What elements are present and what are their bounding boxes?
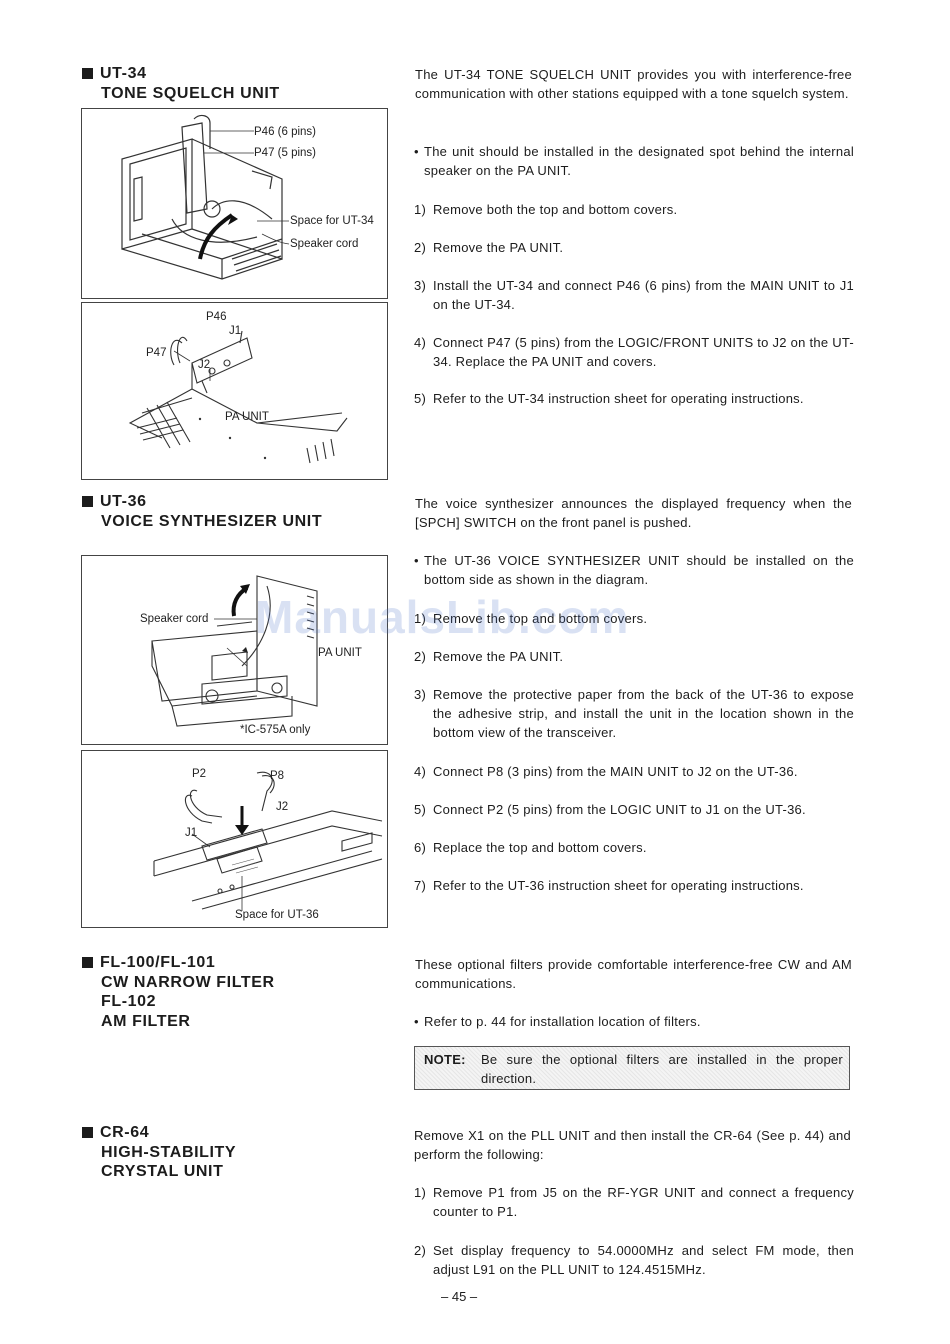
ut34-fig2-p46-label: P46 xyxy=(206,311,227,323)
ut36-heading: UT-36 VOICE SYNTHESIZER UNIT xyxy=(82,492,322,531)
ut34-transceiver-drawing xyxy=(121,114,290,280)
fl-bullet: • Refer to p. 44 for installation locati… xyxy=(414,1014,701,1029)
bullet-square-icon xyxy=(82,68,93,80)
ut34-space-label: Space for UT-34 xyxy=(290,215,374,227)
ut36-figure-top: Speaker cord PA UNIT *IC-575A only xyxy=(81,555,388,745)
ut36-pa-label: PA UNIT xyxy=(318,647,362,659)
ut36-space-label: Space for UT-36 xyxy=(235,909,319,921)
ut34-heading: UT-34 TONE SQUELCH UNIT xyxy=(82,64,280,103)
fl-line4: AM FILTER xyxy=(101,1012,191,1030)
cr64-step: 1)Remove P1 from J5 on the RF-YGR UNIT a… xyxy=(414,1185,854,1219)
ut36-j1-label: J1 xyxy=(185,827,198,839)
ut34-fig2-j1-label: J1 xyxy=(229,325,242,337)
ut36-name: VOICE SYNTHESIZER UNIT xyxy=(101,512,323,530)
fl-line1: FL-100/FL-101 xyxy=(100,954,216,971)
ut36-step: 4)Connect P8 (3 pins) from the MAIN UNIT… xyxy=(414,764,798,779)
ut34-step: 1)Remove both the top and bottom covers. xyxy=(414,202,678,217)
ut36-step: 2)Remove the PA UNIT. xyxy=(414,649,564,664)
ut34-fig2-pa-label: PA UNIT xyxy=(225,411,269,423)
ut34-p47-label: P47 (5 pins) xyxy=(254,147,317,159)
bullet-square-icon xyxy=(82,1127,93,1139)
ut36-step: 7)Refer to the UT-36 instruction sheet f… xyxy=(414,878,804,893)
ut34-name: TONE SQUELCH UNIT xyxy=(101,84,280,102)
ut34-figure-top: P46 (6 pins) P47 (5 pins) Space for UT-3… xyxy=(81,108,388,299)
ut36-code: UT-36 xyxy=(100,493,147,510)
filter-note-box: NOTE: Be sure the optional filters are i… xyxy=(414,1046,850,1090)
ut36-step: 6)Replace the top and bottom covers. xyxy=(414,840,647,855)
watermark: ManualsLib.com xyxy=(255,591,630,643)
ut34-speaker-label: Speaker cord xyxy=(290,238,359,250)
ut36-bottom-view-drawing xyxy=(153,771,383,911)
ut36-bullet: • The UT-36 VOICE SYNTHESIZER UNIT shoul… xyxy=(414,553,854,587)
ut34-pa-unit-drawing xyxy=(128,330,348,464)
ut36-j2-label: J2 xyxy=(276,801,289,813)
bullet-dot-icon: • xyxy=(414,553,419,568)
ut34-bullet: • The unit should be installed in the de… xyxy=(414,144,854,178)
ut36-transceiver-drawing xyxy=(151,575,318,727)
ut36-step: 5)Connect P2 (5 pins) from the LOGIC UNI… xyxy=(414,802,806,817)
bullet-dot-icon: • xyxy=(414,1014,419,1029)
ut36-p8-label: P8 xyxy=(270,770,285,782)
ut34-step: 4)Connect P47 (5 pins) from the LOGIC/FR… xyxy=(414,335,854,369)
bullet-square-icon xyxy=(82,496,93,508)
ut36-step: 1)Remove the top and bottom covers. xyxy=(414,611,648,626)
fl-line3: FL-102 xyxy=(101,993,157,1010)
ut34-figure-bottom: P46 J1 P47 J2 PA UNIT xyxy=(81,302,388,480)
fl-heading: FL-100/FL-101 CW NARROW FILTER FL-102 AM… xyxy=(82,953,275,1031)
ut34-p46-label: P46 (6 pins) xyxy=(254,126,317,138)
cr64-line2: HIGH-STABILITY xyxy=(101,1143,237,1161)
cr64-line3: CRYSTAL UNIT xyxy=(101,1163,224,1180)
bullet-square-icon xyxy=(82,957,93,969)
ut36-model-note: *IC-575A only xyxy=(240,724,311,736)
page-number: – 45 – xyxy=(441,1289,478,1304)
cr64-intro: Remove X1 on the PLL UNIT and then insta… xyxy=(414,1128,851,1162)
fl-line2: CW NARROW FILTER xyxy=(101,973,275,991)
cr64-code: CR-64 xyxy=(100,1124,150,1141)
ut36-speaker-label: Speaker cord xyxy=(140,613,209,625)
ut34-step: 5)Refer to the UT-34 instruction sheet f… xyxy=(414,391,804,406)
ut34-fig2-j2-label: J2 xyxy=(198,359,211,371)
ut36-step: 3)Remove the protective paper from the b… xyxy=(414,687,854,740)
cr64-heading: CR-64 HIGH-STABILITY CRYSTAL UNIT xyxy=(82,1123,236,1182)
ut36-intro: The voice synthesizer announces the disp… xyxy=(415,496,852,530)
ut34-intro: The UT-34 TONE SQUELCH UNIT provides you… xyxy=(415,67,852,101)
ut34-fig2-p47-label: P47 xyxy=(146,347,167,359)
ut36-figure-bottom: P2 P8 J2 J1 Space for UT-36 xyxy=(81,750,388,928)
ut34-code: UT-34 xyxy=(100,65,147,82)
fl-intro: These optional filters provide comfortab… xyxy=(415,957,852,991)
ut34-step: 3)Install the UT-34 and connect P46 (6 p… xyxy=(414,278,854,312)
ut34-step: 2)Remove the PA UNIT. xyxy=(414,240,564,255)
bullet-dot-icon: • xyxy=(414,144,419,159)
note-text: Be sure the optional filters are install… xyxy=(481,1052,843,1086)
ut36-p2-label: P2 xyxy=(192,768,207,780)
cr64-step: 2)Set display frequency to 54.0000MHz an… xyxy=(414,1243,854,1277)
note-label: NOTE: xyxy=(424,1052,466,1067)
